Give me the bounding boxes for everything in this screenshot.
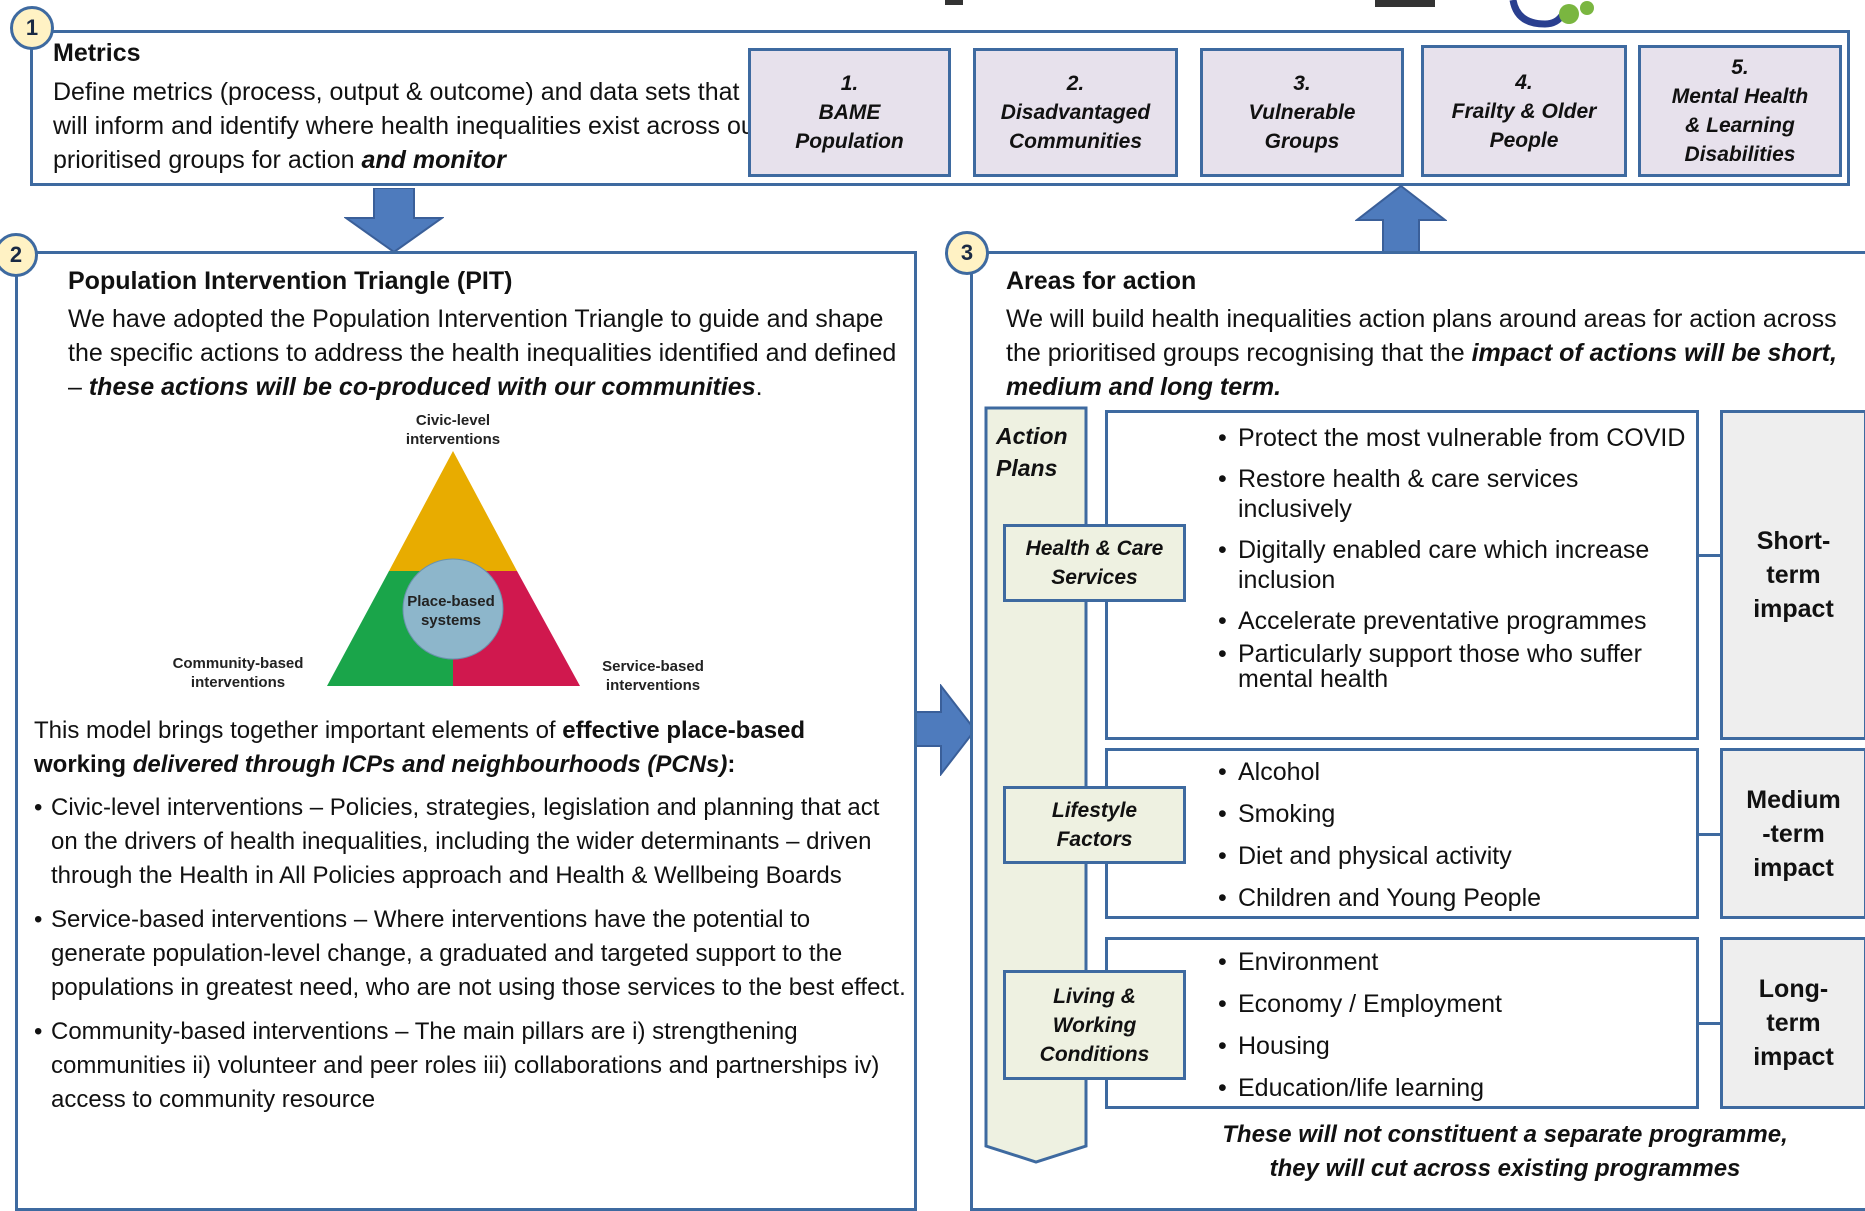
category-label: Living & Working Conditions: [1039, 984, 1150, 1066]
metrics-text-emphasis: and monitor: [361, 146, 506, 174]
impact-label: Short-term impact: [1753, 527, 1834, 623]
pit-intro-text: We have adopted the Population Intervent…: [68, 305, 897, 401]
pit-intro-emphasis: these actions will be co-produced with o…: [88, 373, 756, 401]
impact-label: Medium-term impact: [1746, 785, 1841, 882]
category-health-care-services: Health & Care Services: [1003, 524, 1186, 602]
pit-bullet-civic: Civic-level interventions – Policies, st…: [34, 791, 909, 893]
action-item: Restore health & care services inclusive…: [1218, 464, 1688, 524]
arrow-up-icon: [1355, 184, 1447, 254]
metrics-panel: Metrics Define metrics (process, output …: [30, 30, 1850, 186]
group-box-2: 2. Disadvantaged Communities: [973, 48, 1178, 177]
action-item: Economy / Employment: [1218, 989, 1688, 1019]
actions-list-medium: Alcohol Smoking Diet and physical activi…: [1218, 757, 1688, 913]
action-item: Housing: [1218, 1031, 1688, 1061]
triangle-left-label: Community-based interventions: [172, 655, 304, 691]
group-number: 5.: [1731, 56, 1749, 79]
action-item: Particularly support those who suffer me…: [1218, 642, 1688, 692]
triangle-center-label: Place-based systems: [407, 593, 495, 629]
group-label: Disadvantaged Communities: [1000, 101, 1151, 153]
impact-label: Long-term impact: [1753, 975, 1834, 1071]
group-box-4: 4. Frailty & Older People: [1421, 45, 1627, 177]
category-living-working-conditions: Living & Working Conditions: [1003, 970, 1186, 1080]
action-item: Digitally enabled care which increase in…: [1218, 535, 1688, 595]
group-box-3: 3. Vulnerable Groups: [1200, 48, 1404, 177]
model-text-start: This model brings together important ele…: [34, 717, 556, 744]
group-label: Mental Health & Learning Disabilities: [1671, 85, 1809, 166]
connector-line: [1699, 1022, 1721, 1025]
pit-bullet-service: Service-based interventions – Where inte…: [34, 903, 909, 1005]
triangle-center-circle: [402, 558, 504, 660]
group-number: 4.: [1515, 70, 1533, 94]
pit-intro: We have adopted the Population Intervent…: [68, 302, 908, 404]
areas-intro: We will build health inequalities action…: [1006, 302, 1856, 404]
header-fragment: [945, 0, 1465, 10]
action-item: Protect the most vulnerable from COVID: [1218, 423, 1688, 453]
action-item: Diet and physical activity: [1218, 841, 1688, 871]
areas-title: Areas for action: [1006, 267, 1197, 295]
connector-line: [1699, 833, 1721, 836]
group-label: Frailty & Older People: [1451, 99, 1597, 152]
group-number: 3.: [1293, 72, 1311, 95]
pit-title: Population Intervention Triangle (PIT): [68, 267, 513, 295]
impact-short-term: Short-term impact: [1720, 410, 1865, 740]
group-number: 1.: [840, 72, 859, 95]
category-lifestyle-factors: Lifestyle Factors: [1003, 786, 1186, 864]
group-label: Vulnerable Groups: [1248, 101, 1356, 153]
actions-list-short: Protect the most vulnerable from COVID R…: [1218, 423, 1688, 692]
action-item: Accelerate preventative programmes: [1218, 606, 1688, 636]
group-box-5: 5. Mental Health & Learning Disabilities: [1638, 45, 1842, 177]
category-label: Lifestyle Factors: [1051, 799, 1138, 851]
model-text-end: :: [727, 751, 736, 778]
areas-footer-note: These will not constituent a separate pr…: [1222, 1121, 1788, 1182]
metrics-text: Define metrics (process, output & outcom…: [53, 78, 764, 174]
model-text-bold-italic: delivered through ICPs and neighbourhood…: [132, 751, 728, 778]
pit-panel: Population Intervention Triangle (PIT) W…: [15, 251, 917, 1211]
action-item: Education/life learning: [1218, 1073, 1688, 1103]
action-item: Children and Young People: [1218, 883, 1688, 913]
areas-intro-text: We will build health inequalities action…: [1006, 305, 1837, 367]
group-label: BAME Population: [795, 101, 904, 153]
arrow-down-icon: [344, 188, 444, 254]
step-number-3: 3: [945, 231, 989, 275]
model-text-bold: effective place-based working: [34, 717, 806, 778]
impact-long-term: Long-term impact: [1720, 937, 1865, 1109]
pit-model-text: This model brings together important ele…: [34, 714, 894, 782]
action-item: Smoking: [1218, 799, 1688, 829]
connector-line: [1699, 554, 1721, 557]
triangle-top-label: Civic-level interventions: [405, 412, 501, 448]
category-label: Health & Care Services: [1025, 537, 1164, 589]
logo-fragment: [1509, 0, 1594, 28]
pit-bullet-list: Civic-level interventions – Policies, st…: [34, 791, 909, 1127]
step-number-2: 2: [0, 233, 38, 277]
group-box-1: 1. BAME Population: [748, 48, 951, 177]
pit-intro-end: .: [755, 373, 763, 401]
metrics-description: Define metrics (process, output & outcom…: [53, 75, 768, 177]
triangle-civic: [389, 451, 517, 571]
triangle-right-label: Service-based interventions: [602, 658, 704, 694]
actions-list-long: Environment Economy / Employment Housing…: [1218, 947, 1688, 1103]
population-intervention-triangle: [327, 451, 580, 686]
action-plans-label: Action Plans: [996, 423, 1068, 481]
action-item: Alcohol: [1218, 757, 1688, 787]
areas-intro-emphasis: impact of actions will be short, medium …: [1006, 339, 1837, 401]
metrics-title: Metrics: [53, 39, 141, 67]
group-number: 2.: [1066, 72, 1085, 95]
impact-medium-term: Medium-term impact: [1720, 748, 1865, 919]
pit-bullet-community: Community-based interventions – The main…: [34, 1015, 909, 1117]
step-number-1: 1: [10, 6, 54, 50]
action-item: Environment: [1218, 947, 1688, 977]
